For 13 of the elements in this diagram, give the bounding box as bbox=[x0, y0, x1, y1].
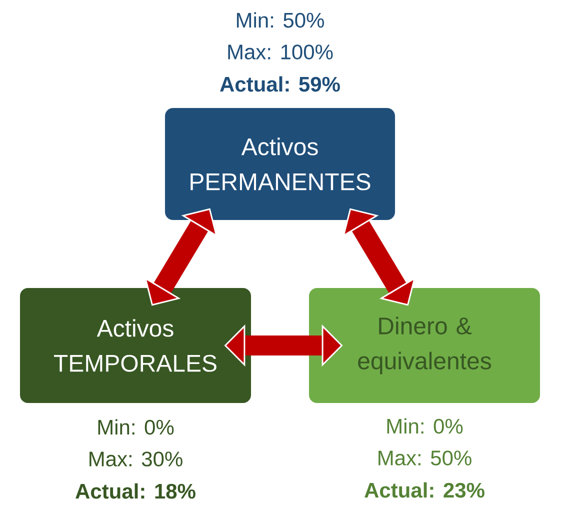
value-text: Actual: 23% bbox=[364, 482, 484, 498]
value-text: Min: 0% bbox=[98, 419, 174, 435]
value-text: Actual: 18% bbox=[76, 483, 196, 499]
value-text: Actual: 59% bbox=[220, 76, 340, 92]
rounded-box: Activos PERMANENTES bbox=[165, 108, 395, 220]
value-text: Max: 50% bbox=[378, 450, 472, 466]
value-text: Min: 0% bbox=[387, 418, 463, 434]
value-text: Max: 30% bbox=[90, 452, 182, 466]
double-arrow bbox=[342, 208, 416, 306]
value-text: Min: 50% bbox=[237, 12, 324, 28]
rounded-box: Activos TEMPORALES bbox=[20, 288, 251, 403]
value-text: Max: 100% bbox=[228, 44, 333, 60]
rounded-box: Dinero & equivalentes bbox=[309, 288, 540, 403]
